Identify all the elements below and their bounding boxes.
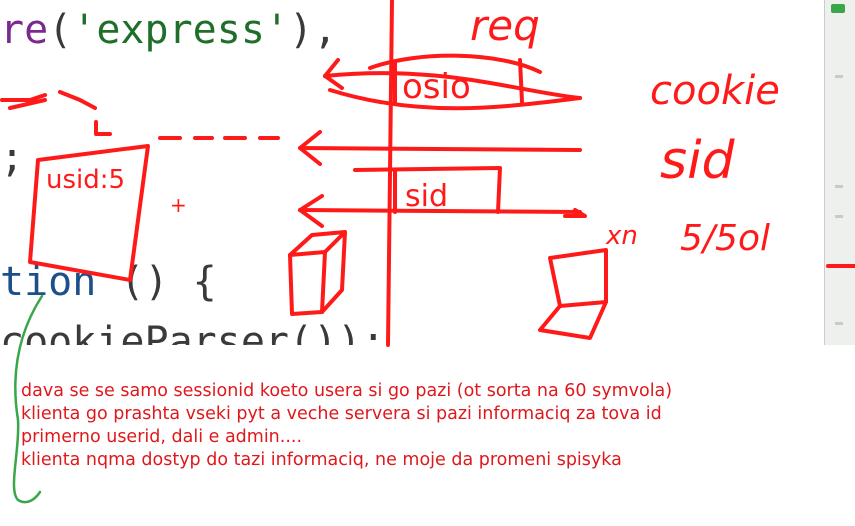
code-function-args: () { <box>96 259 217 305</box>
code-keyword: re <box>0 7 49 53</box>
code-line-cookieparser: cookieParser()); <box>0 322 385 345</box>
notes-block: dava se se samo sessionid koeto usera si… <box>21 380 841 472</box>
note-line: klienta nqma dostyp do tazi informaciq, … <box>21 450 622 470</box>
note-line: klienta go prashta vseki pyt a veche ser… <box>21 404 662 424</box>
code-string: 'express' <box>72 7 290 53</box>
note-line: primerno userid, dali e admin.... <box>21 427 303 447</box>
code-line-function: tion () { <box>0 262 217 302</box>
scrollbar-mark <box>835 215 843 218</box>
code-semicolon: ; <box>0 135 25 181</box>
scrollbar-mark <box>835 75 843 78</box>
editor-scrollbar[interactable] <box>824 0 855 345</box>
code-line-require: re('express'), <box>0 10 337 50</box>
scrollbar-status-icon <box>831 4 845 13</box>
note-line: dava se se samo sessionid koeto usera si… <box>21 381 673 401</box>
code-paren-open: ( <box>48 7 73 53</box>
code-line-semicolon: ; <box>0 138 24 178</box>
code-editor: re('express'), ; tion () { cookieParser(… <box>0 10 386 345</box>
code-function-keyword: tion <box>0 259 97 305</box>
scrollbar-mark <box>835 322 843 325</box>
scrollbar-mark <box>835 185 843 188</box>
code-paren-close: ), <box>289 7 338 53</box>
code-cookieparser: cookieParser()); <box>0 319 386 345</box>
